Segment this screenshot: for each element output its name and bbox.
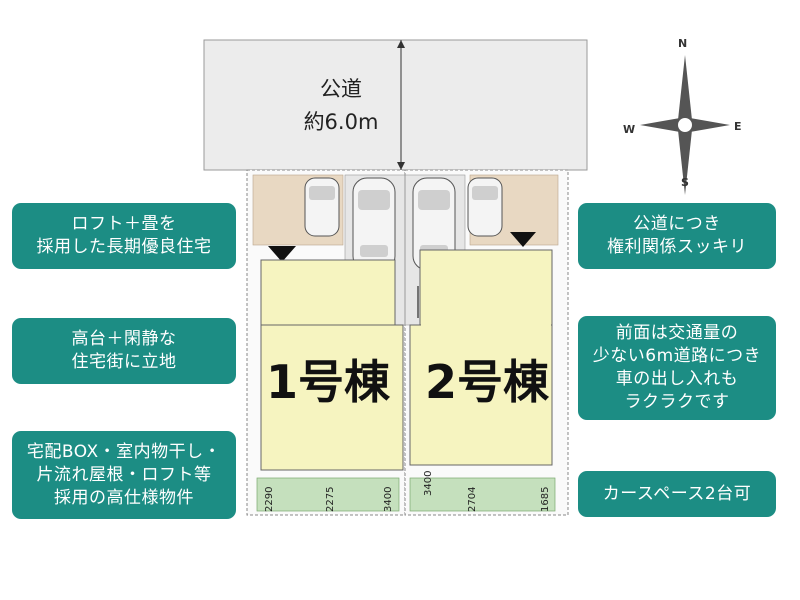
road-width: 約6.0m bbox=[304, 110, 379, 134]
compass-icon: N E S W bbox=[623, 37, 742, 195]
dimension-2-right: 1685 bbox=[540, 487, 551, 512]
building-1-label: 1号棟 bbox=[266, 355, 391, 409]
dimension-2-left: 3400 bbox=[423, 471, 434, 496]
feature-callout-parking: カースペース2台可 bbox=[578, 471, 776, 517]
building-1: 1号棟 bbox=[260, 259, 404, 471]
entrance-marker-2 bbox=[510, 232, 536, 247]
compass-east: E bbox=[734, 120, 742, 133]
public-road: 公道 約6.0m bbox=[203, 39, 588, 171]
compass-west: W bbox=[623, 123, 635, 136]
dimension-1-middle: 2275 bbox=[325, 487, 336, 512]
road-label: 公道 bbox=[320, 77, 362, 101]
dimension-2-middle: 2704 bbox=[467, 487, 478, 512]
parked-cars bbox=[304, 177, 503, 271]
dimension-labels: 2290 2275 3400 3400 2704 1685 bbox=[264, 471, 551, 512]
feature-callout-quiet-road: 前面は交通量の 少ない6m道路につき 車の出し入れも ラクラクです bbox=[578, 316, 776, 420]
dimension-1-left: 2290 bbox=[264, 487, 275, 512]
entrance-marker-1 bbox=[268, 246, 296, 262]
lawn bbox=[256, 477, 556, 512]
dimension-1-right: 3400 bbox=[383, 487, 394, 512]
feature-callout-long-term-quality: ロフト＋畳を 採用した長期優良住宅 bbox=[12, 203, 236, 269]
building-2-label: 2号棟 bbox=[425, 355, 550, 409]
feature-callout-high-spec: 宅配BOX・室内物干し・ 片流れ屋根・ロフト等 採用の高仕様物件 bbox=[12, 431, 236, 519]
feature-callout-quiet-location: 高台＋閑静な 住宅街に立地 bbox=[12, 318, 236, 384]
compass-north: N bbox=[678, 37, 687, 50]
compass-south: S bbox=[681, 176, 689, 189]
feature-callout-public-road: 公道につき 権利関係スッキリ bbox=[578, 203, 776, 269]
building-2: 2号棟 bbox=[409, 249, 553, 466]
